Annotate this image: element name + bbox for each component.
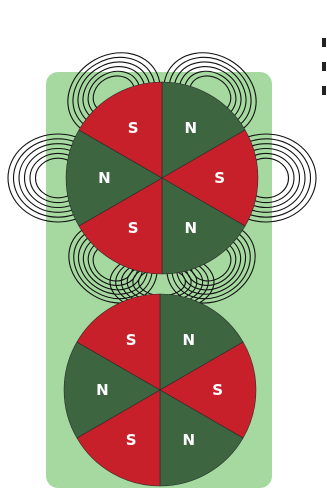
lower-rotor-pole-label-1: N: [183, 331, 196, 349]
margin-marker-1: [322, 38, 326, 47]
upper-magnet-rotor: N S N S N S: [66, 82, 258, 274]
upper-rotor-pole-label-3: N: [185, 219, 198, 237]
upper-rotor-pole-label-1: N: [185, 119, 198, 137]
upper-rotor-pole-label-5: N: [98, 169, 111, 187]
lower-rotor-pole-label-5: N: [96, 381, 109, 399]
lower-rotor-pole-label-4: S: [126, 431, 137, 449]
upper-rotor-pole-label-4: S: [128, 219, 139, 237]
lower-rotor-pole-label-3: N: [183, 431, 196, 449]
lower-rotor-pole-label-2: S: [212, 381, 223, 399]
margin-marker-2: [322, 62, 326, 71]
lower-magnet-rotor: N S N S N S: [64, 294, 256, 486]
upper-rotor-pole-label-6: S: [128, 119, 139, 137]
margin-marker-3: [322, 86, 326, 95]
lower-rotor-pole-label-6: S: [126, 331, 137, 349]
upper-rotor-pole-label-2: S: [214, 169, 225, 187]
